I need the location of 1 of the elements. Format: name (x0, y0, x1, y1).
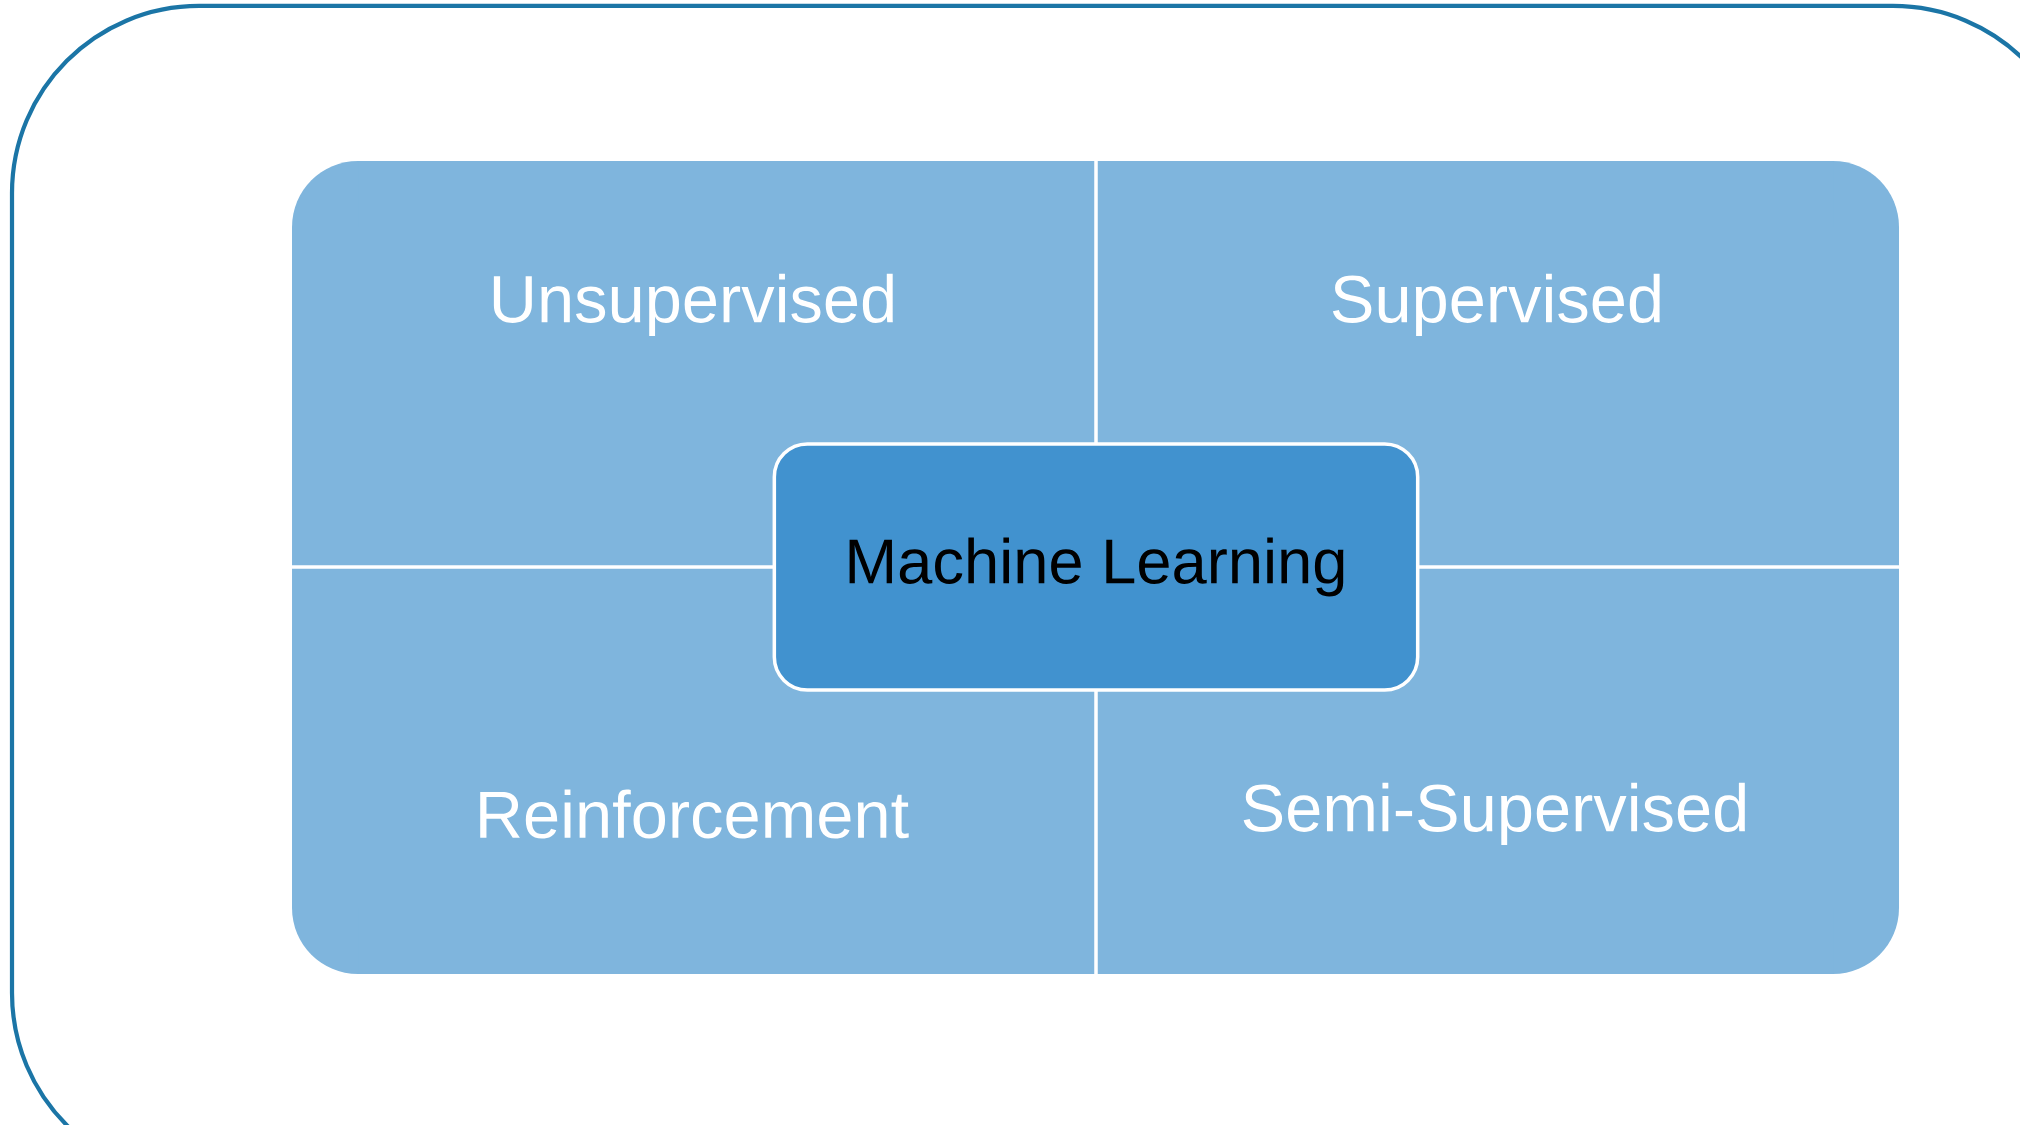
center-box: Machine Learning (772, 442, 1420, 692)
